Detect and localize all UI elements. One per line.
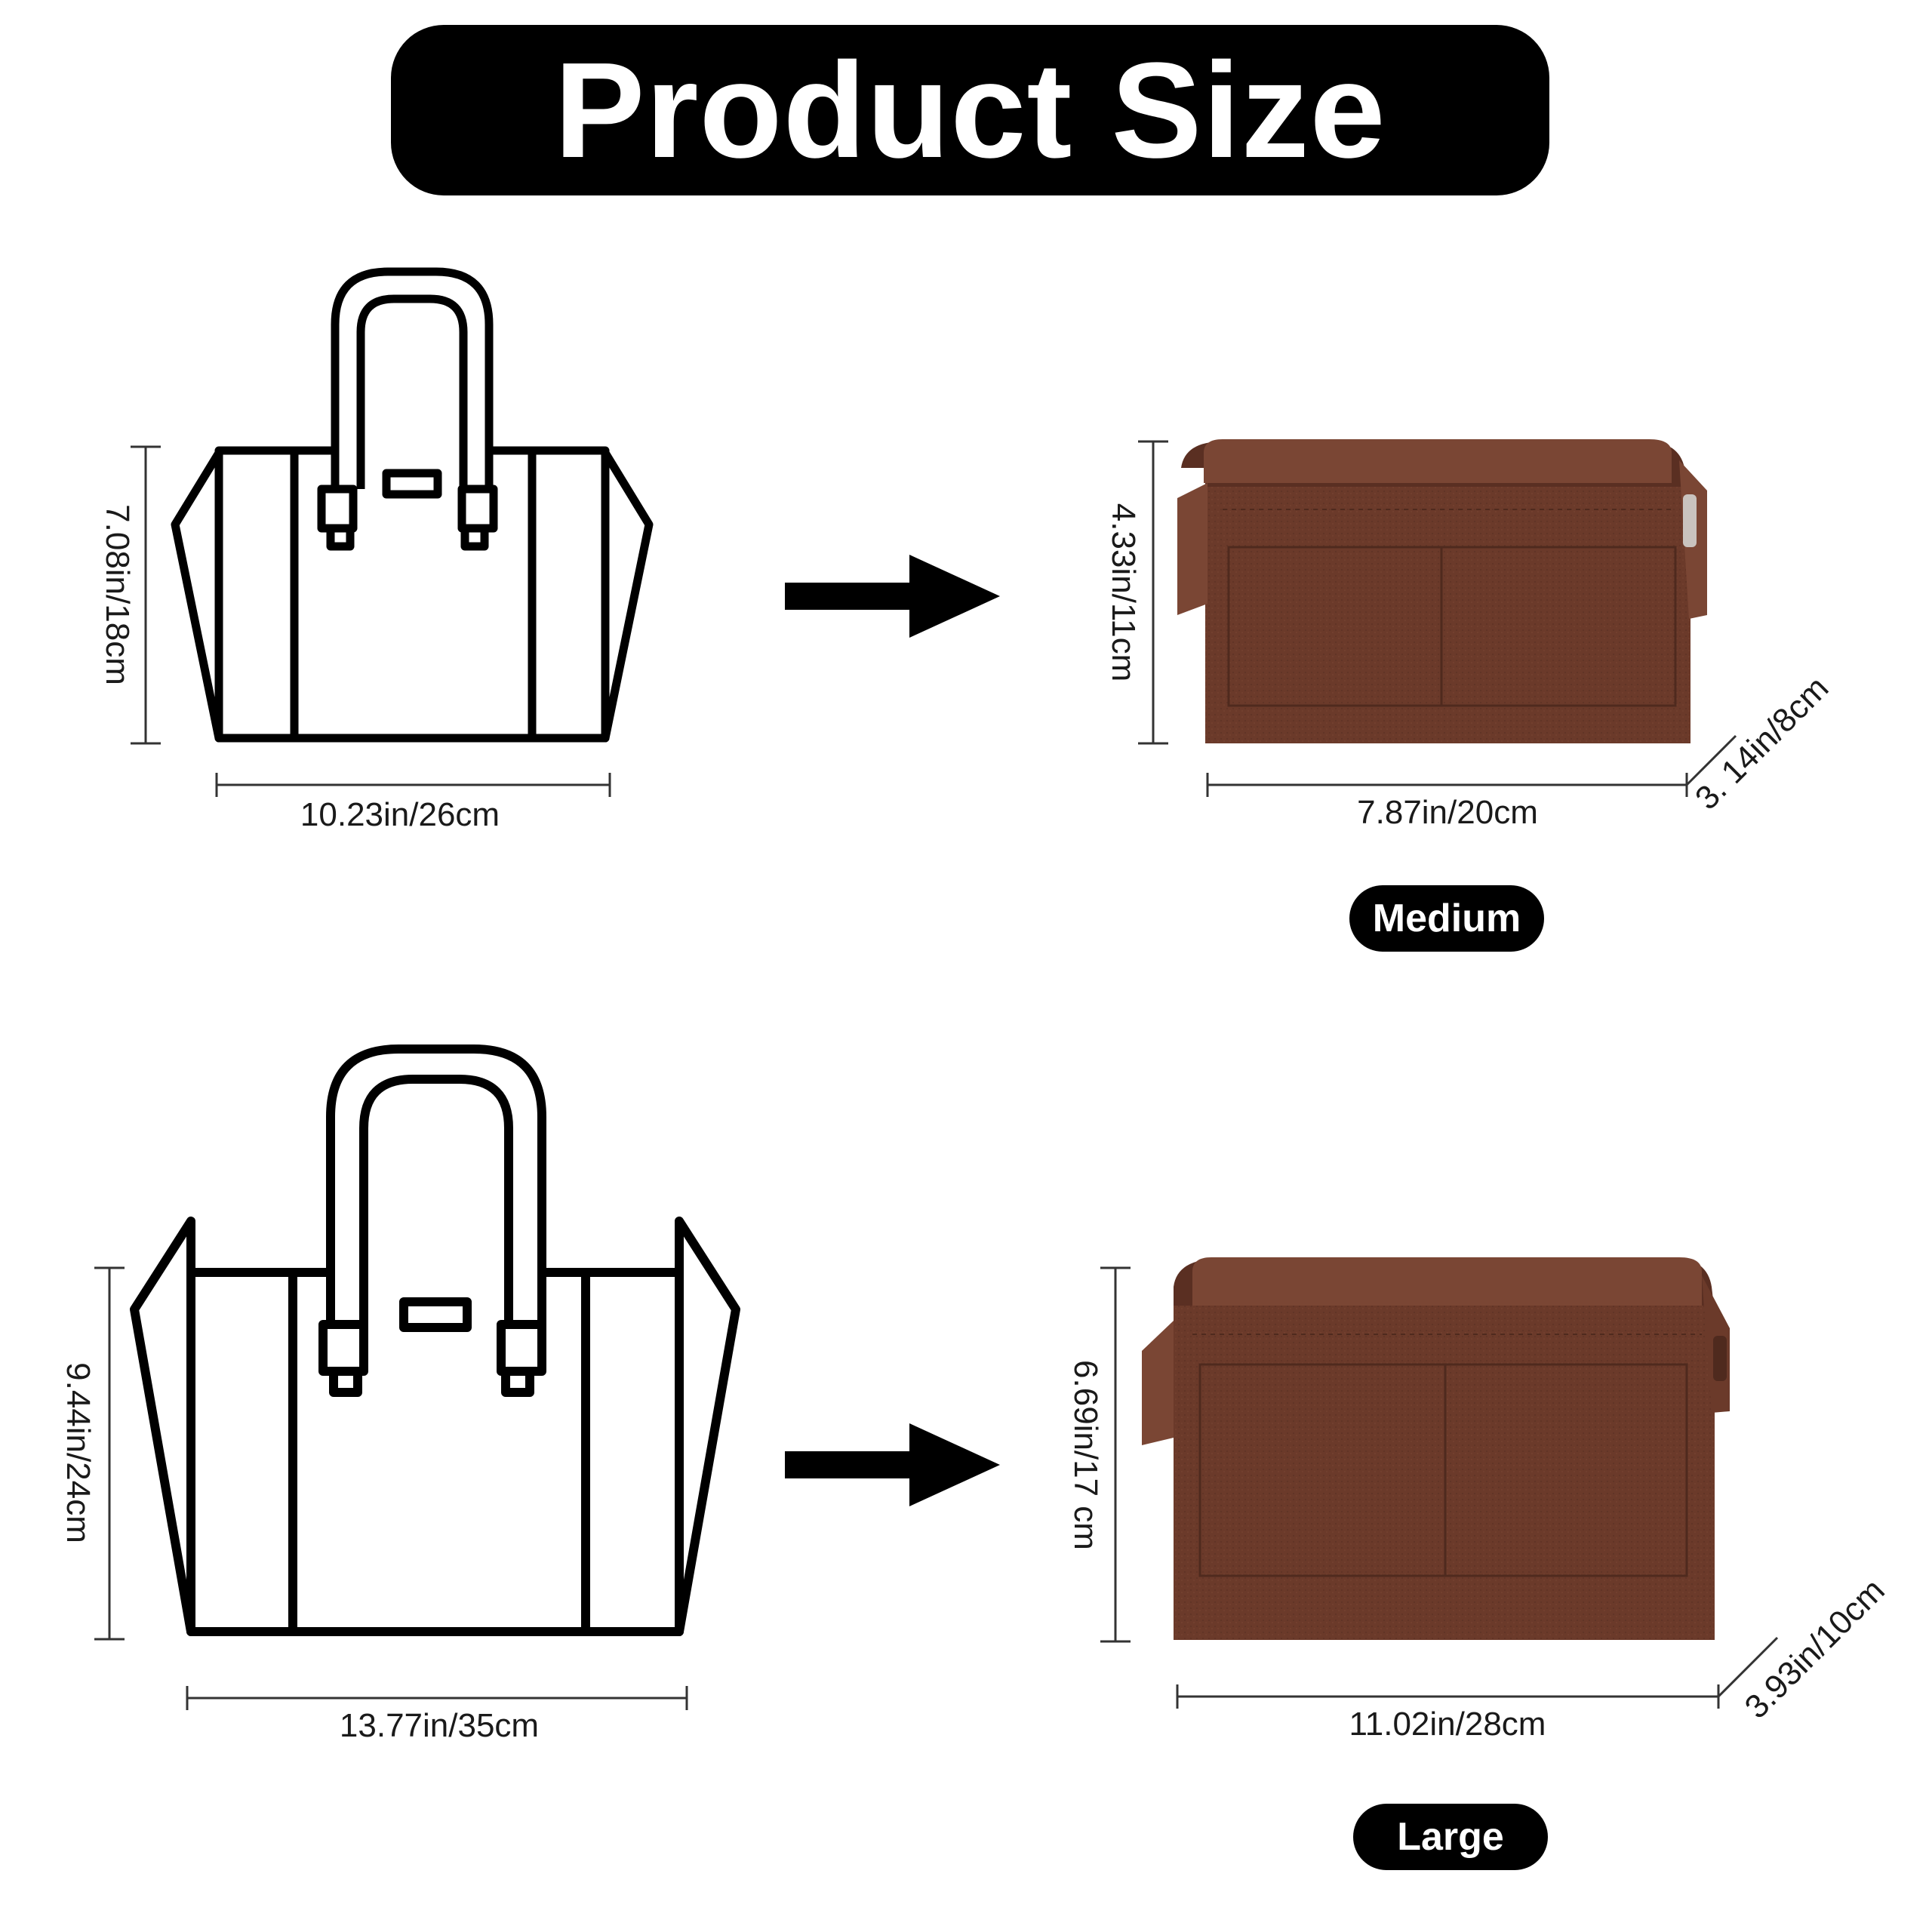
medium-bag-width-label: 10.23in/26cm: [300, 796, 500, 833]
medium-organizer-depth-dimension: [1685, 734, 1737, 786]
handbag-outline-icon-large: [130, 1044, 740, 1636]
right-arrow-icon-large: [785, 1423, 1000, 1506]
handbag-outline-icon-medium: [171, 267, 654, 743]
medium-organizer-height-dimension: [1138, 440, 1168, 745]
large-bag-height-label: 9.44in/24cm: [60, 1362, 97, 1543]
medium-organizer-height-label: 4.33in/11cm: [1105, 503, 1142, 682]
large-bag-height-dimension: [94, 1266, 125, 1641]
large-organizer-height-dimension: [1100, 1266, 1131, 1643]
medium-bag-height-dimension: [131, 445, 161, 745]
large-bag-width-label: 13.77in/35cm: [339, 1707, 540, 1744]
medium-size-badge: Medium: [1349, 885, 1544, 952]
large-organizer-depth-dimension: [1717, 1636, 1779, 1698]
large-organizer-height-label: 6.69in/17 cm: [1067, 1360, 1104, 1550]
large-size-badge: Large: [1353, 1804, 1548, 1870]
felt-organizer-insert-icon-large: [1142, 1257, 1730, 1640]
right-arrow-icon-medium: [785, 555, 1000, 638]
medium-bag-width-dimension: [215, 773, 611, 797]
page-title: Product Size: [391, 25, 1549, 195]
medium-organizer-width-label: 7.87in/20cm: [1357, 794, 1538, 831]
felt-organizer-insert-icon-medium: [1177, 439, 1707, 743]
large-organizer-width-label: 11.02in/28cm: [1349, 1706, 1546, 1743]
large-bag-width-dimension: [186, 1686, 688, 1710]
medium-bag-height-label: 7.08in/18cm: [99, 504, 136, 685]
